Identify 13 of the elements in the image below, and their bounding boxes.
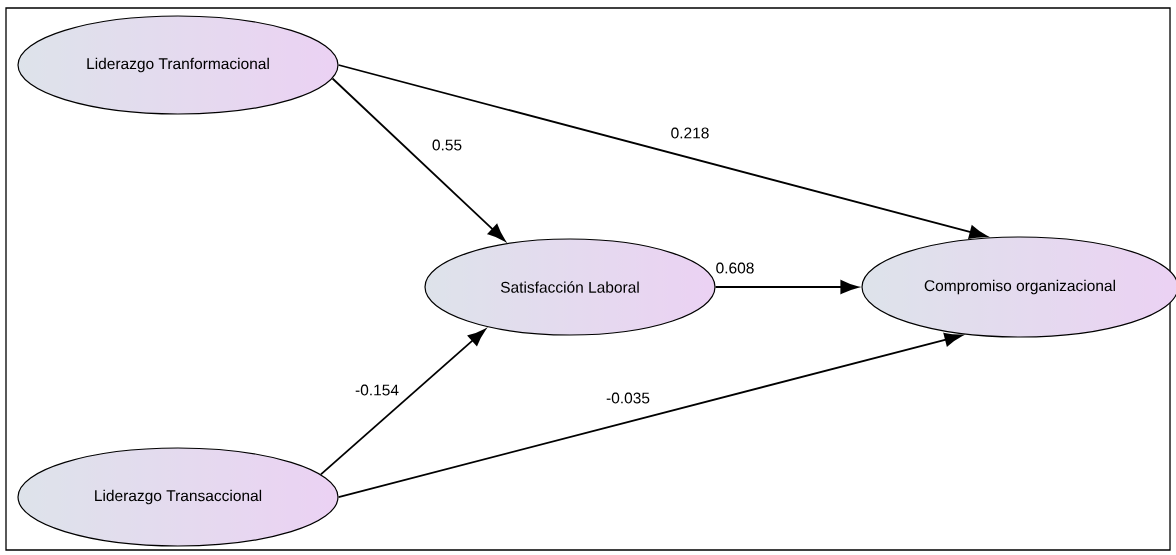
arrow	[337, 332, 963, 498]
arrow	[337, 64, 988, 239]
edge-label: -0.154	[354, 383, 400, 397]
edge-label: 0.218	[669, 126, 711, 140]
edge-label: 0.55	[430, 138, 464, 152]
edge-label: 0.608	[714, 261, 756, 275]
ellipse-node: Satisfacción Laboral	[424, 238, 716, 336]
ellipse-node: Liderazgo Tranformacional	[17, 15, 339, 115]
arrow	[714, 280, 859, 294]
arrow	[331, 77, 506, 242]
arrow	[320, 328, 486, 476]
edge-label: -0.035	[605, 391, 651, 405]
ellipse-node: Liderazgo Transaccional	[17, 447, 339, 547]
